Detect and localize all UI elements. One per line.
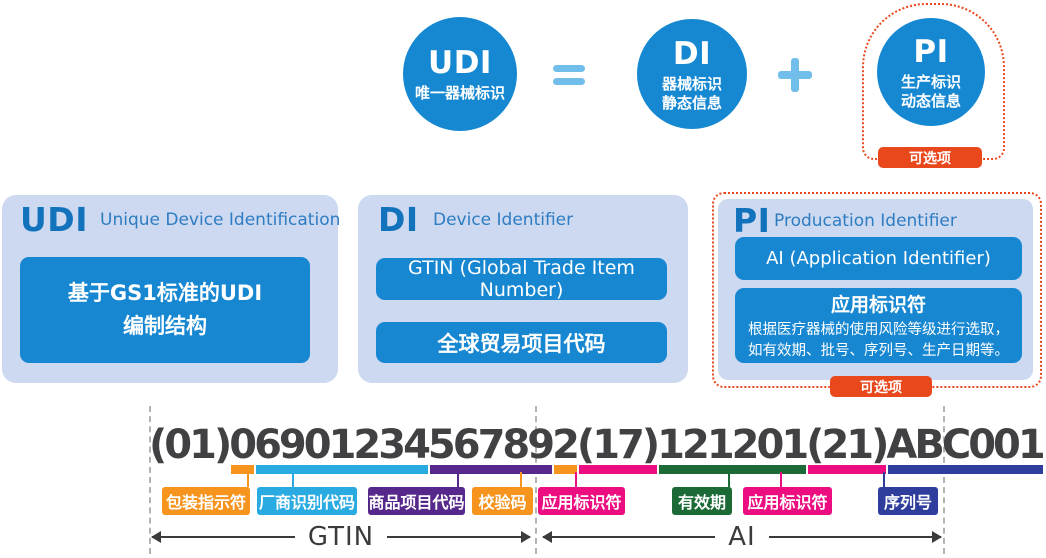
- connector-line: [520, 472, 522, 487]
- pi-circle: PI 生产标识动态信息: [877, 18, 985, 126]
- segment-label: 有效期: [672, 487, 732, 515]
- divider-dashed-line: [535, 406, 537, 554]
- ai-range-label: AI: [728, 522, 756, 552]
- udi-circle: UDI 唯一器械标识: [403, 17, 517, 131]
- connector-line: [292, 472, 294, 487]
- udi-code: (01)06901234567892(17)121201(21)ABC001 (…: [149, 422, 1046, 474]
- barcode-text: (01)06901234567892(17)121201(21)ABC001: [149, 422, 1046, 468]
- udi-panel-abbr: UDI: [20, 200, 88, 239]
- di-circle-abbr: DI: [672, 35, 712, 72]
- udi-panel-title: Unique Device Identification: [100, 210, 341, 230]
- barcode-segment-bar: (01)06901234567892(17)121201(21)ABC001: [149, 465, 1043, 474]
- ai-box: AI (Application Identifier): [735, 237, 1022, 280]
- connector-line: [575, 472, 577, 487]
- segment-label: 厂商识别代码: [257, 487, 357, 515]
- equals-icon: [553, 65, 585, 85]
- pi-circle-label: 生产标识动态信息: [900, 72, 961, 110]
- gtin-range-label: GTIN: [307, 522, 375, 552]
- segment-label: 应用标识符: [743, 487, 832, 515]
- plus-icon: [778, 58, 812, 92]
- connector-line: [457, 472, 459, 487]
- optional-badge: 可选项: [830, 376, 932, 397]
- pi-circle-abbr: PI: [913, 33, 949, 70]
- udi-circle-abbr: UDI: [428, 45, 492, 81]
- connector-line: [780, 472, 782, 487]
- segment-label: 校验码: [472, 487, 533, 515]
- connector-line: [883, 472, 885, 487]
- udi-circle-label: 唯一器械标识: [414, 84, 505, 102]
- gtin-box: GTIN (Global Trade Item Number): [376, 257, 667, 301]
- gtin-range-arrow: GTIN: [151, 522, 531, 552]
- ai-desc-title: 应用标识符: [830, 293, 926, 316]
- segment-label: 应用标识符: [538, 487, 625, 515]
- pi-panel-title: Producation Identifier: [774, 211, 957, 231]
- pi-panel-abbr: PI: [733, 201, 771, 240]
- segment-label: 商品项目代码: [368, 487, 465, 515]
- optional-badge: 可选项: [878, 147, 982, 168]
- di-panel-title: Device Identifier: [433, 210, 574, 230]
- di-circle: DI 器械标识静态信息: [637, 19, 747, 129]
- divider-dashed-line: [149, 406, 151, 554]
- ai-range-arrow: AI: [541, 522, 943, 552]
- segment-label: 序列号: [878, 487, 938, 515]
- divider-dashed-line: [943, 406, 945, 554]
- gtin-cn-box: 全球贸易项目代码: [376, 322, 667, 363]
- ai-desc-box: 应用标识符 根据医疗器械的使用风险等级进行选取， 如有效期、批号、序列号、生产日…: [735, 288, 1022, 363]
- di-panel-abbr: DI: [378, 200, 419, 239]
- connector-line: [728, 472, 730, 487]
- segment-label: 包装指示符: [162, 487, 250, 515]
- connector-line: [247, 472, 249, 487]
- di-circle-label: 器械标识静态信息: [661, 74, 722, 112]
